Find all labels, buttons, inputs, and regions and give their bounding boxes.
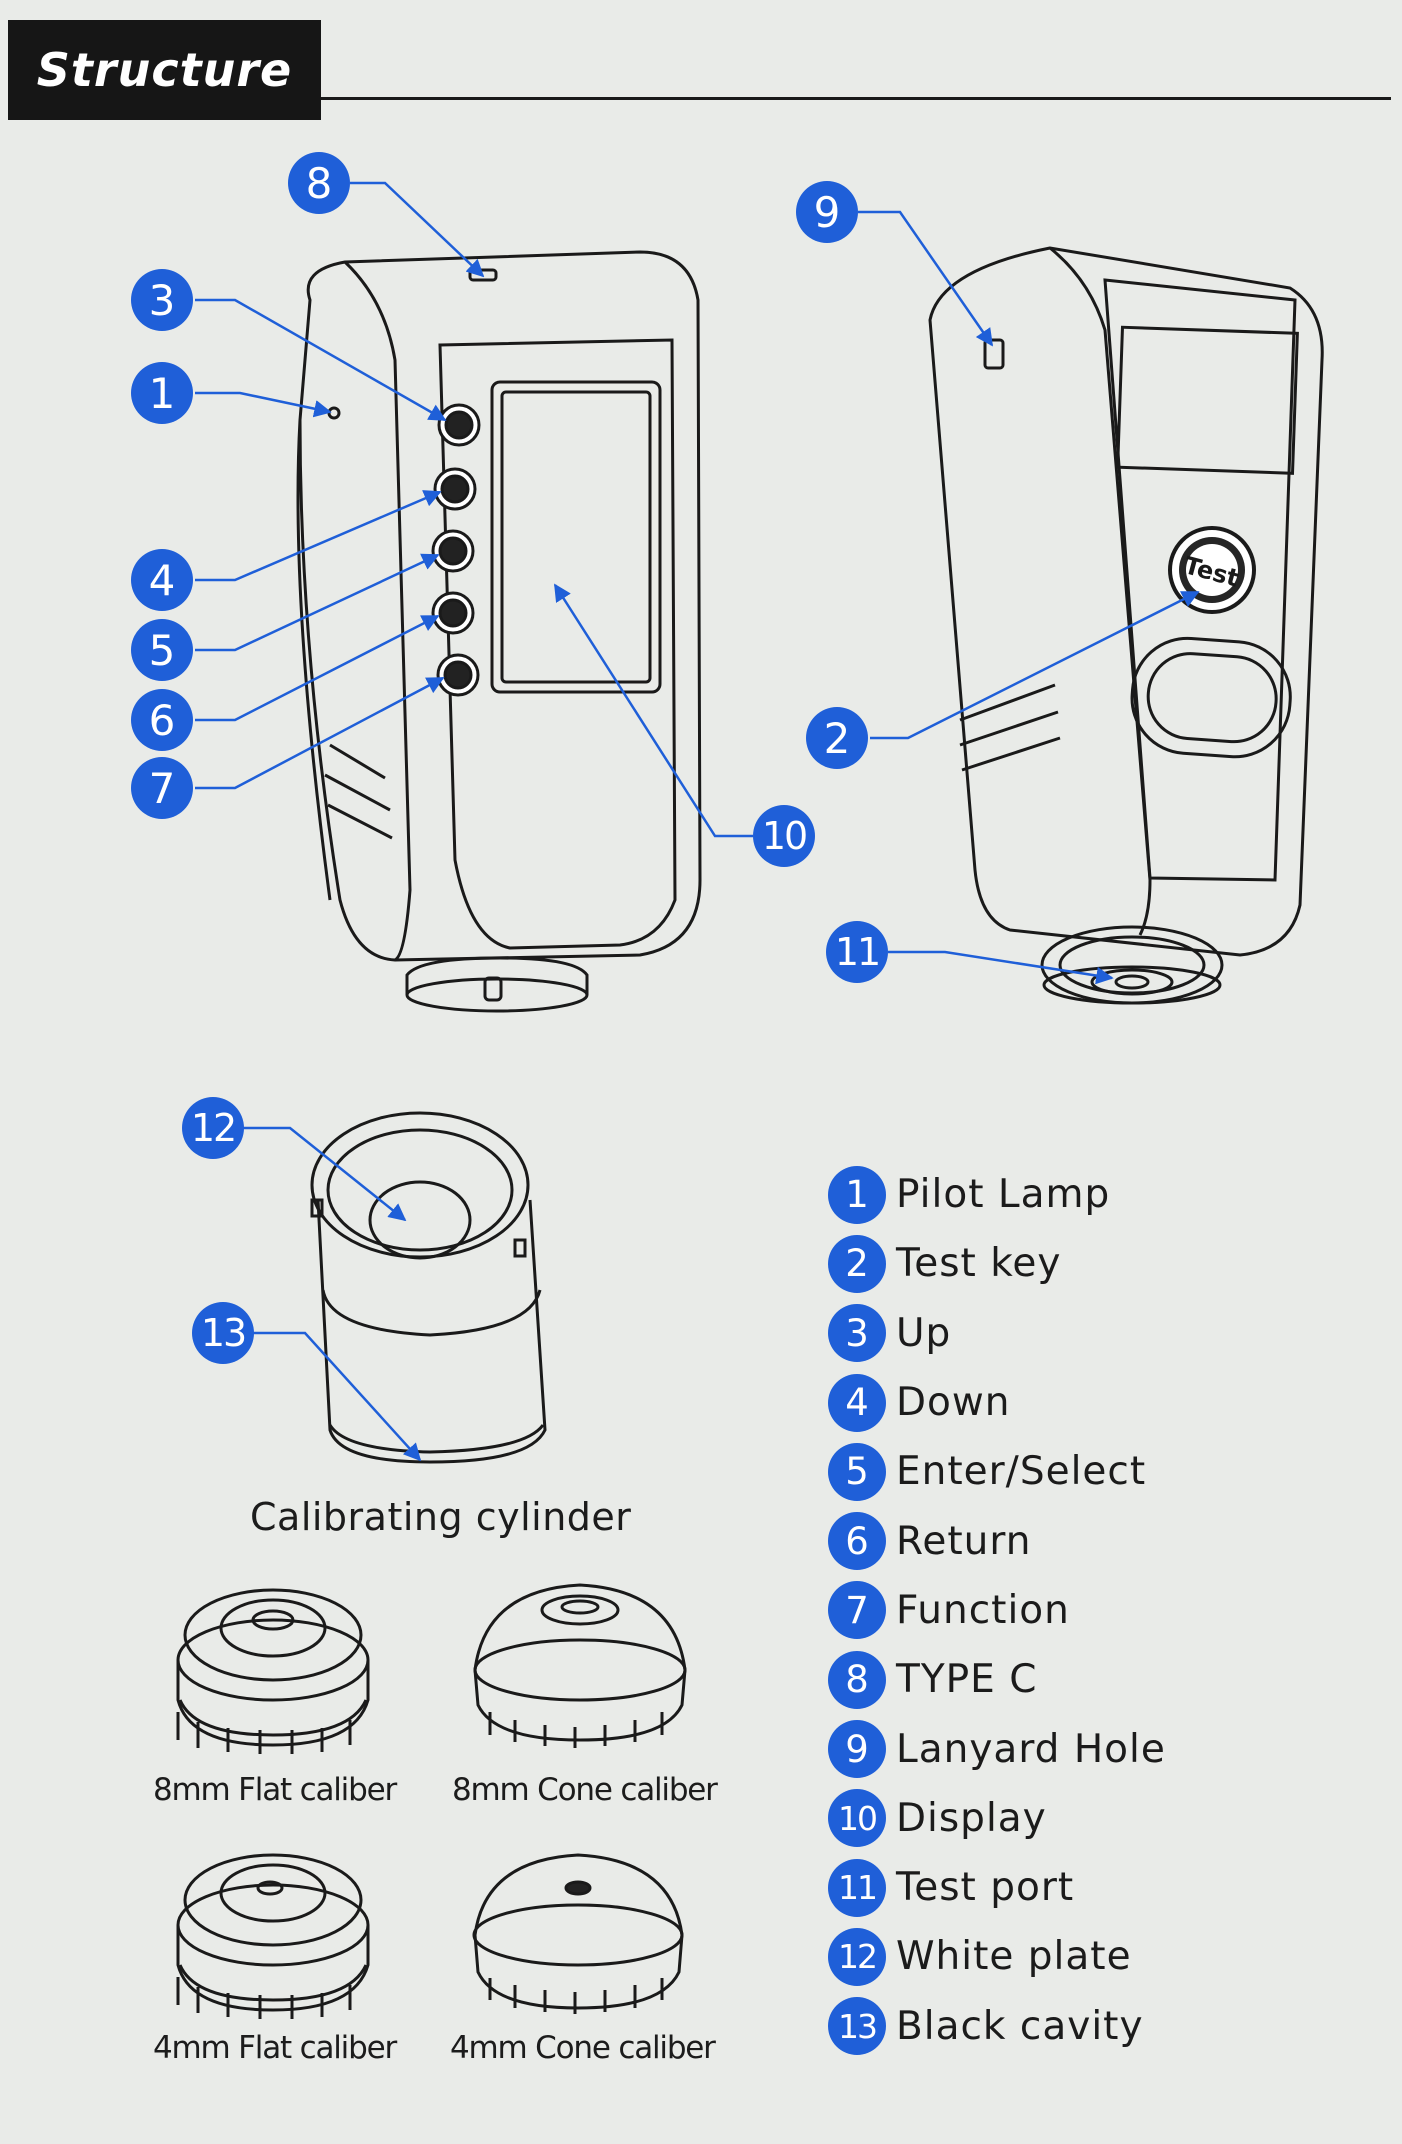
callout-6: 6 [131,689,193,751]
legend-number: 10 [828,1789,886,1848]
section-title: Structure [8,20,321,120]
front-device [296,250,702,1013]
legend-number: 9 [828,1720,886,1779]
cone-4mm-caption: 4mm Cone caliber [450,2030,716,2066]
test-key: Test [1168,526,1256,614]
header-rule [321,97,1391,100]
legend-number: 13 [828,1997,886,2056]
legend-number: 8 [828,1650,886,1709]
callout-5: 5 [131,619,193,681]
legend-number: 3 [828,1304,886,1363]
legend-label: Lanyard Hole [896,1726,1166,1772]
legend-label: Black cavity [896,2003,1144,2049]
callout-2: 2 [806,707,868,769]
callout-3: 3 [131,269,193,331]
callout-11: 11 [826,921,888,983]
flat-8mm-caption: 8mm Flat caliber [153,1772,397,1808]
calibrating-cylinder [310,1111,547,1464]
legend-label: Function [896,1587,1070,1633]
callout-10: 10 [753,805,815,867]
legend-number: 4 [828,1373,886,1432]
callout-13: 13 [192,1302,254,1364]
legend-label: Test key [896,1241,1062,1287]
legend-label: Pilot Lamp [896,1172,1111,1218]
calibrating-cylinder-caption: Calibrating cylinder [250,1495,632,1539]
caliber-8mm-flat [176,1588,370,1754]
caliber-4mm-flat [176,1853,370,2019]
callout-12: 12 [182,1097,244,1159]
legend-label: Return [896,1518,1032,1564]
legend-label: TYPE C [896,1657,1038,1703]
legend-number: 5 [828,1442,886,1501]
legend-label: Enter/Select [896,1449,1147,1495]
legend-label: Test port [896,1865,1075,1911]
front-buttons [431,403,481,697]
back-device [928,246,1324,1005]
legend-number: 2 [828,1234,886,1293]
callout-9: 9 [796,181,858,243]
callout-8: 8 [288,152,350,214]
legend-label: White plate [896,1934,1132,1980]
callout-1: 1 [131,362,193,424]
legend-label: Display [896,1795,1047,1841]
caliber-4mm-cone [472,1853,684,2014]
caliber-8mm-cone [473,1583,687,1748]
leader-lines [195,181,1200,1462]
legend-number: 12 [828,1927,886,1986]
cone-8mm-caption: 8mm Cone caliber [452,1772,718,1808]
legend-number: 1 [828,1165,886,1224]
flat-4mm-caption: 4mm Flat caliber [153,2030,397,2066]
legend-label: Up [896,1310,952,1356]
legend-number: 7 [828,1581,886,1640]
callout-7: 7 [131,757,193,819]
legend-number: 6 [828,1512,886,1571]
legend-number: 11 [828,1858,886,1917]
legend-label: Down [896,1380,1011,1426]
callout-4: 4 [131,549,193,611]
